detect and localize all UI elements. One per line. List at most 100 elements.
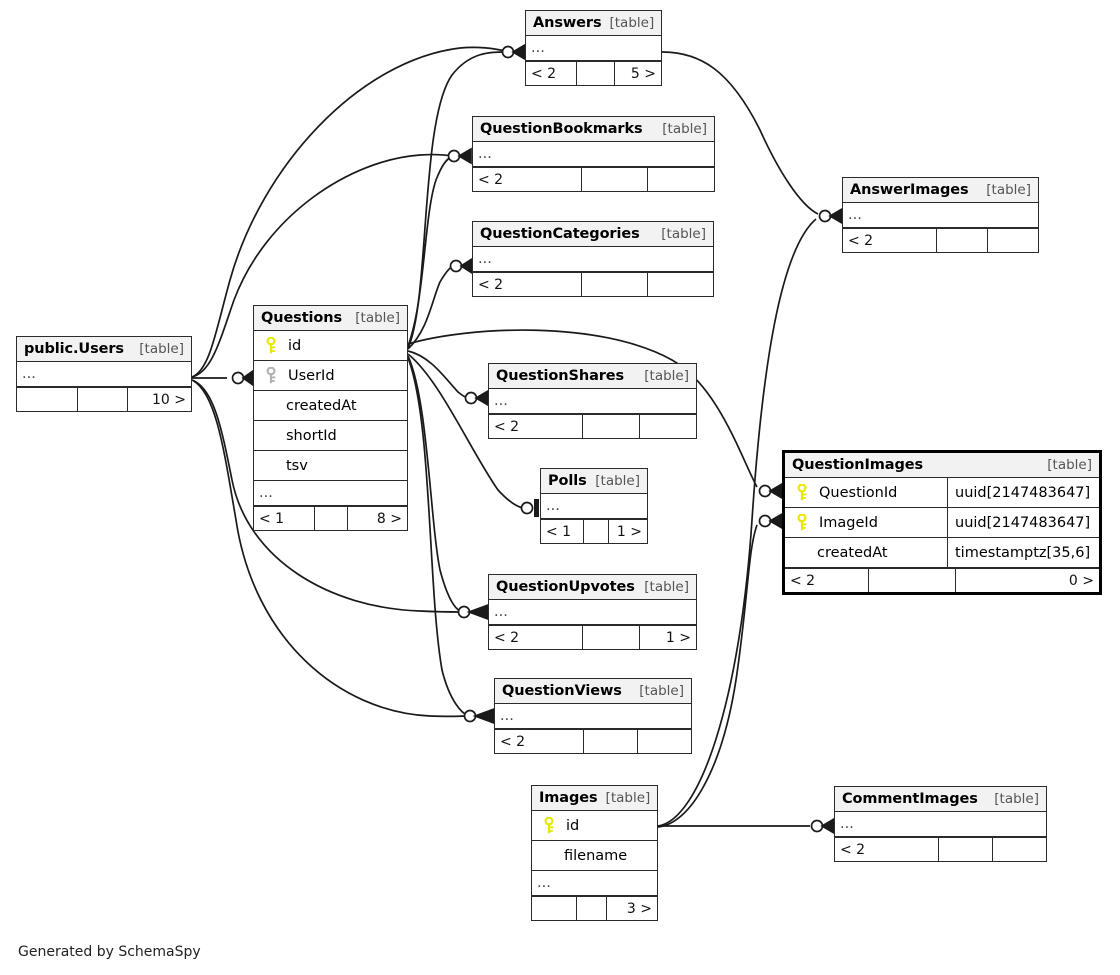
footer-cell xyxy=(78,388,128,411)
footer-cell: < 2 xyxy=(835,838,939,861)
footer-cell xyxy=(577,897,607,920)
table-name: QuestionViews xyxy=(502,682,622,699)
footer-cell: 10 > xyxy=(152,391,186,408)
table-public-users[interactable]: public.Users[table]...10 > xyxy=(16,336,192,412)
row-ellipsis: ... xyxy=(494,604,508,620)
footer-cell xyxy=(582,273,648,296)
primary-key-icon xyxy=(538,817,560,834)
footer-cell: < 1 xyxy=(541,520,585,543)
row-ellipsis: ... xyxy=(22,366,36,382)
table-answer-images[interactable]: AnswerImages[table]...< 2 xyxy=(842,177,1039,253)
footer-cell xyxy=(582,168,648,191)
table-tag: [table] xyxy=(662,120,707,137)
table-tag: [table] xyxy=(139,340,184,357)
table-question-bookmarks[interactable]: QuestionBookmarks[table]...< 2 xyxy=(472,116,715,192)
table-question-categories[interactable]: QuestionCategories[table]...< 2 xyxy=(472,221,714,297)
table-footer-answer-images: < 2 xyxy=(843,228,1038,252)
column-name: id xyxy=(288,337,302,354)
footer-cell: 1 > xyxy=(665,629,691,646)
footer-cell xyxy=(577,62,615,85)
footer-cell: < 2 xyxy=(473,273,583,296)
table-name: Images xyxy=(539,789,598,806)
table-question-shares[interactable]: QuestionShares [table]... < 2 xyxy=(488,363,697,439)
column-name: ImageId xyxy=(819,514,878,531)
table-tag: [table] xyxy=(661,225,706,242)
table-header-question-views: QuestionViews [table] xyxy=(495,679,691,704)
table-row[interactable]: filename xyxy=(532,841,657,871)
table-name: QuestionImages xyxy=(792,456,924,473)
row-ellipsis: ... xyxy=(500,708,514,724)
footer-cell xyxy=(17,388,79,411)
table-header-answers: Answers[table] xyxy=(526,11,661,36)
footer-cell xyxy=(648,273,713,296)
footer-cell xyxy=(315,507,348,530)
table-header-questions: Questions[table] xyxy=(254,306,407,331)
footer-cell xyxy=(869,569,956,592)
footer-cell xyxy=(583,415,640,438)
column-name: tsv xyxy=(286,457,308,474)
table-name: QuestionShares xyxy=(496,367,625,384)
footer-cell xyxy=(988,229,1039,252)
table-header-images: Images[table] xyxy=(532,786,657,811)
table-row: ... xyxy=(489,600,696,625)
table-name: Questions xyxy=(261,309,343,326)
table-row[interactable]: tsv xyxy=(254,451,407,481)
table-header-polls: Polls [table] xyxy=(541,469,647,494)
table-row[interactable]: ImageId uuid[2147483647] xyxy=(785,508,1099,538)
table-row[interactable]: UserId xyxy=(254,361,407,391)
row-ellipsis: ... xyxy=(537,875,551,891)
table-row[interactable]: id xyxy=(254,331,407,361)
table-footer-question-views: < 2 xyxy=(495,729,691,753)
table-header-question-shares: QuestionShares [table] xyxy=(489,364,696,389)
table-name: CommentImages xyxy=(842,790,978,807)
table-header-answer-images: AnswerImages [table] xyxy=(843,178,1038,203)
table-row[interactable]: id xyxy=(532,811,657,841)
column-name: QuestionId xyxy=(819,484,898,501)
column-name: UserId xyxy=(288,367,335,384)
column-name: id xyxy=(566,817,580,834)
table-footer-question-categories: < 2 xyxy=(473,272,713,296)
footer-cell: 8 > xyxy=(376,510,402,527)
footer-cell: 3 > xyxy=(626,900,652,917)
column-type: timestamptz[35,6] xyxy=(947,538,1093,567)
table-images[interactable]: Images[table] id filename... 3 > xyxy=(531,785,658,921)
table-row: ... xyxy=(495,704,691,729)
row-ellipsis: ... xyxy=(546,498,560,514)
table-name: QuestionUpvotes xyxy=(496,578,635,595)
footer-cell xyxy=(648,168,714,191)
footer-cell: < 2 xyxy=(473,168,583,191)
table-tag: [table] xyxy=(986,181,1031,198)
table-tag: [table] xyxy=(644,367,689,384)
table-question-views[interactable]: QuestionViews [table]... < 2 xyxy=(494,678,692,754)
table-tag: [table] xyxy=(595,472,640,489)
table-name: AnswerImages xyxy=(850,181,969,198)
row-ellipsis: ... xyxy=(478,146,492,162)
primary-key-icon xyxy=(260,337,282,354)
table-name: Polls xyxy=(548,472,587,489)
footer-cell xyxy=(584,730,638,753)
footer-cell xyxy=(532,897,578,920)
table-comment-images[interactable]: CommentImages[table]...< 2 xyxy=(834,786,1047,862)
column-type: uuid[2147483647] xyxy=(947,508,1093,537)
table-row[interactable]: createdAt xyxy=(254,391,407,421)
table-tag: [table] xyxy=(639,682,684,699)
table-row: ... xyxy=(17,362,191,387)
table-footer-question-bookmarks: < 2 xyxy=(473,167,714,191)
footer-cell: < 2 xyxy=(489,415,584,438)
table-row[interactable]: shortId xyxy=(254,421,407,451)
row-ellipsis: ... xyxy=(494,393,508,409)
column-name: shortId xyxy=(286,427,337,444)
footer-cell: < 2 xyxy=(843,229,937,252)
footer-cell xyxy=(993,838,1047,861)
